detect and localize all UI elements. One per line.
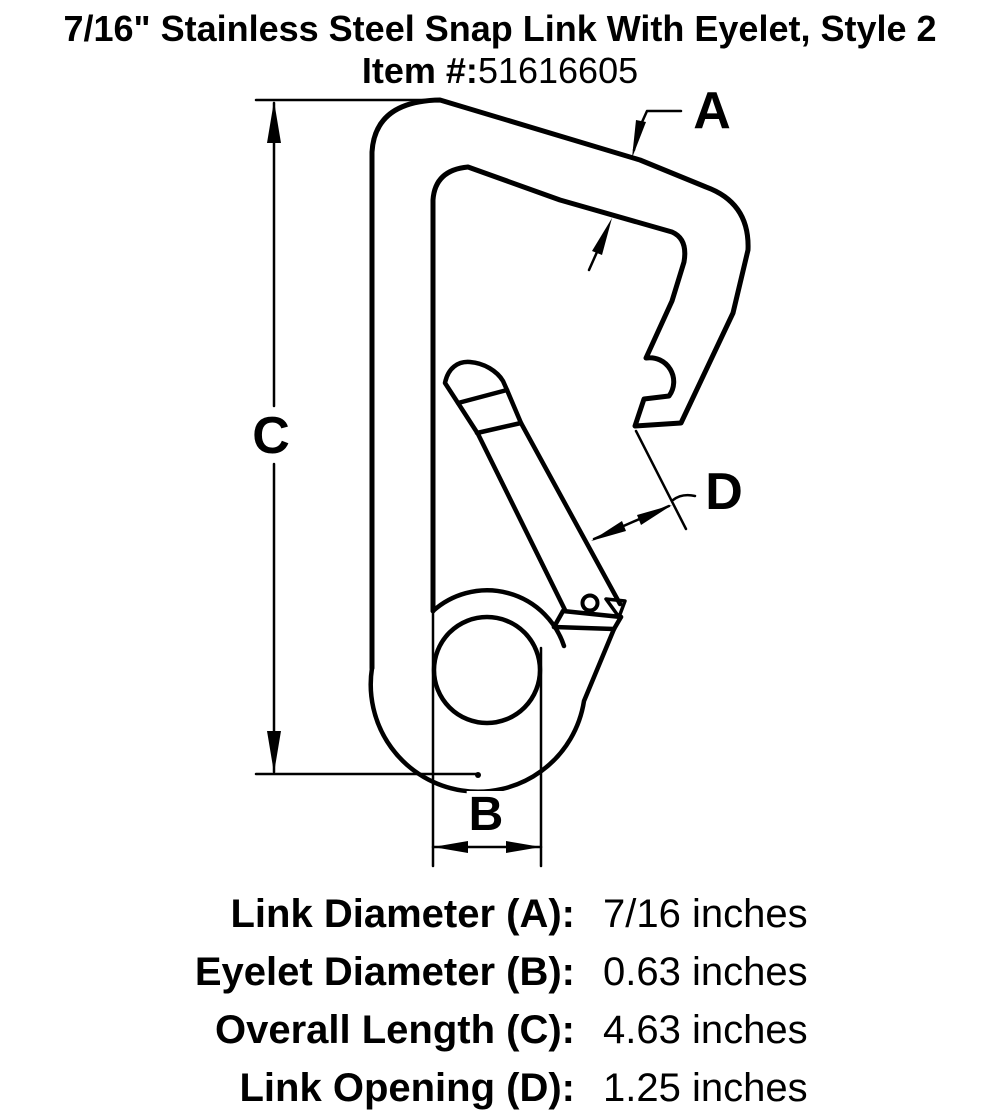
a-arrowhead-down: [632, 120, 646, 158]
spec-value: 0.63 inches: [603, 949, 808, 994]
dim-label-c: C: [250, 407, 292, 465]
d-leader-dash: [671, 493, 697, 502]
d-arrowhead-right: [637, 505, 672, 525]
item-number-value: 51616605: [477, 50, 639, 91]
eyelet-hole: [431, 614, 543, 726]
dim-label-d: D: [703, 463, 745, 521]
gate-left-edge: [455, 400, 568, 613]
page-title: 7/16" Stainless Steel Snap Link With Eye…: [63, 8, 937, 49]
gate-cap: [442, 359, 510, 406]
spec-value: 1.25 inches: [603, 1065, 808, 1110]
gate-assembly: [442, 359, 627, 632]
spec-row-link-diameter: Link Diameter (A): 7/16 inches: [0, 885, 1000, 943]
spec-row-overall-length: Overall Length (C): 4.63 inches: [0, 1001, 1000, 1059]
spec-label: Eyelet Diameter (B):: [194, 949, 575, 994]
d-extension-line: [634, 429, 688, 531]
b-arrowhead-right: [506, 841, 541, 853]
item-number-label: Item #:: [361, 50, 478, 91]
spec-value: 4.63 inches: [603, 1007, 808, 1052]
d-arrowhead-left: [591, 521, 626, 541]
spec-table: Link Diameter (A): 7/16 inches Eyelet Di…: [0, 885, 1000, 1117]
link-frame-outline: [369, 97, 751, 671]
gate-collar-line: [474, 420, 524, 436]
spec-label: Link Opening (D):: [239, 1065, 575, 1110]
hinge-bracket-lower: [551, 624, 617, 632]
hinge-bracket-right: [611, 614, 624, 632]
gate-bottom-edge: [560, 608, 624, 620]
spec-value: 7/16 inches: [603, 891, 808, 936]
hinge-bracket-left: [551, 608, 566, 630]
dim-label-a: A: [691, 82, 733, 140]
spec-label: Overall Length (C):: [214, 1007, 575, 1052]
hinge-flag: [604, 597, 627, 619]
tangent-dot: [475, 772, 481, 778]
spec-row-link-opening: Link Opening (D): 1.25 inches: [0, 1059, 1000, 1117]
item-number-line: Item #:51616605: [0, 50, 1000, 92]
spec-label: Link Diameter (A):: [230, 891, 576, 936]
pivot-rivet: [580, 593, 600, 613]
loop-outer-arc: [368, 626, 617, 795]
c-arrowhead-down: [267, 731, 281, 773]
b-arrowhead-left: [433, 841, 468, 853]
dim-label-b: B: [466, 788, 506, 841]
a-arrowhead-up: [592, 218, 612, 255]
gate-right-edge: [504, 387, 623, 607]
eyelet-loop: [368, 588, 617, 795]
c-arrowhead-up: [267, 101, 281, 143]
spec-row-eyelet-diameter: Eyelet Diameter (B): 0.63 inches: [0, 943, 1000, 1001]
dimension-lines: [254, 98, 697, 868]
